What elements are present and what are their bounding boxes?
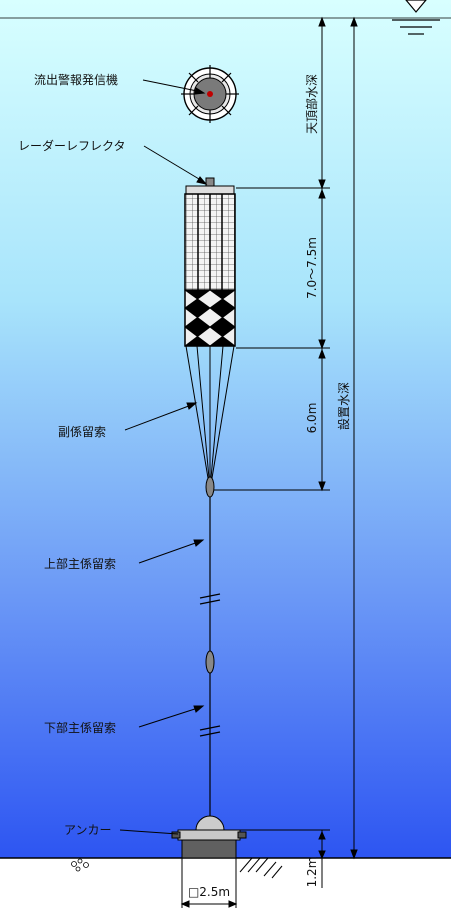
dimension-lines: [0, 16, 451, 908]
rope-break-mark-upper: [199, 593, 221, 605]
rope-break-mark-lower: [199, 725, 221, 737]
dim-anchor-width: □2.5m: [188, 885, 230, 899]
water-surface-icon: [392, 0, 440, 35]
dim-sub-rope-length: 6.0m: [305, 403, 319, 434]
pebbles-icon: [71, 858, 89, 872]
anchor-block: [171, 815, 247, 859]
label-reflector: レーダーレフレクタ: [18, 138, 126, 153]
dim-body-height: 7.0～7.5m: [305, 237, 319, 299]
dim-install-depth: 設置水深: [336, 382, 351, 430]
transmitter-icon: [181, 65, 239, 123]
label-upper-main-mooring: 上部主係留索: [44, 556, 116, 571]
dim-anchor-height: 1.2m: [305, 857, 319, 888]
sub-mooring-ropes: [185, 345, 235, 479]
seabed-area: [0, 859, 451, 910]
leader-lines: [119, 79, 208, 835]
label-anchor: アンカー: [64, 823, 112, 837]
swivel: [205, 650, 215, 674]
water-area: [0, 0, 451, 858]
label-sub-mooring: 副係留索: [58, 425, 106, 439]
label-transmitter: 流出警報発信機: [34, 72, 118, 87]
rope-connector: [205, 476, 215, 498]
seabed-hatch: [239, 857, 283, 879]
label-lower-main-mooring: 下部主係留索: [44, 720, 116, 735]
float-body: [184, 177, 236, 347]
dim-top-depth: 天頂部水深: [304, 74, 319, 134]
